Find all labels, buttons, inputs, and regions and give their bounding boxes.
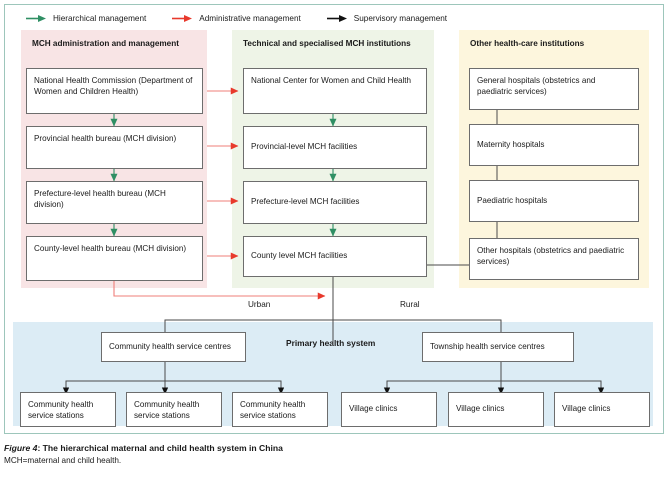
legend-item-hierarchical: Hierarchical management xyxy=(26,14,146,23)
node-community-health-service-stations-1[interactable]: Community health service stations xyxy=(20,392,116,427)
node-prefecture-health-bureau[interactable]: Prefecture-level health bureau (MCH divi… xyxy=(26,181,203,224)
arrow-right-icon xyxy=(26,14,46,22)
legend-label-hierarchical: Hierarchical management xyxy=(53,13,147,23)
caption-figure-number: Figure 4 xyxy=(4,443,38,453)
arrow-right-icon xyxy=(326,14,347,22)
node-community-health-service-stations-3[interactable]: Community health service stations xyxy=(232,392,328,427)
node-general-hospitals[interactable]: General hospitals (obstetrics and paedia… xyxy=(469,68,639,110)
node-provincial-health-bureau[interactable]: Provincial health bureau (MCH division) xyxy=(26,126,203,169)
node-village-clinics-3[interactable]: Village clinics xyxy=(554,392,650,427)
panel-title-other: Other health-care institutions xyxy=(470,39,585,48)
node-maternity-hospitals[interactable]: Maternity hospitals xyxy=(469,124,639,166)
caption-title-line: Figure 4: The hierarchical maternal and … xyxy=(4,442,644,454)
panel-title-administration: MCH administration and management xyxy=(32,39,179,48)
legend-label-administrative: Administrative management xyxy=(199,13,301,23)
node-county-health-bureau[interactable]: County-level health bureau (MCH division… xyxy=(26,236,203,281)
node-paediatric-hospitals[interactable]: Paediatric hospitals xyxy=(469,180,639,222)
arrow-right-icon xyxy=(172,14,193,22)
node-provincial-mch-facilities[interactable]: Provincial-level MCH facilities xyxy=(243,126,427,169)
panel-title-technical: Technical and specialised MCH institutio… xyxy=(243,39,411,48)
node-community-health-service-centres[interactable]: Community health service centres xyxy=(101,332,246,362)
node-village-clinics-2[interactable]: Village clinics xyxy=(448,392,544,427)
legend-item-supervisory: Supervisory management xyxy=(326,13,448,23)
legend-item-administrative: Administrative management xyxy=(172,13,301,23)
panel-title-primary: Primary health system xyxy=(286,338,376,348)
caption-note: MCH=maternal and child health. xyxy=(4,456,122,465)
legend: Hierarchical management Administrative m… xyxy=(26,11,447,25)
edge-label-rural: Rural xyxy=(400,300,420,309)
edge-label-urban: Urban xyxy=(248,300,271,309)
node-national-center-women-child-health[interactable]: National Center for Women and Child Heal… xyxy=(243,68,427,114)
caption-title: : The hierarchical maternal and child he… xyxy=(37,443,283,453)
node-other-hospitals[interactable]: Other hospitals (obstetrics and paediatr… xyxy=(469,238,639,280)
node-county-mch-facilities[interactable]: County level MCH facilities xyxy=(243,236,427,277)
node-prefecture-mch-facilities[interactable]: Prefecture-level MCH facilities xyxy=(243,181,427,224)
node-village-clinics-1[interactable]: Village clinics xyxy=(341,392,437,427)
node-national-health-commission[interactable]: National Health Commission (Department o… xyxy=(26,68,203,114)
node-community-health-service-stations-2[interactable]: Community health service stations xyxy=(126,392,222,427)
legend-label-supervisory: Supervisory management xyxy=(353,13,448,23)
figure-caption: Figure 4: The hierarchical maternal and … xyxy=(4,442,644,467)
node-township-health-service-centres[interactable]: Township health service centres xyxy=(422,332,574,362)
